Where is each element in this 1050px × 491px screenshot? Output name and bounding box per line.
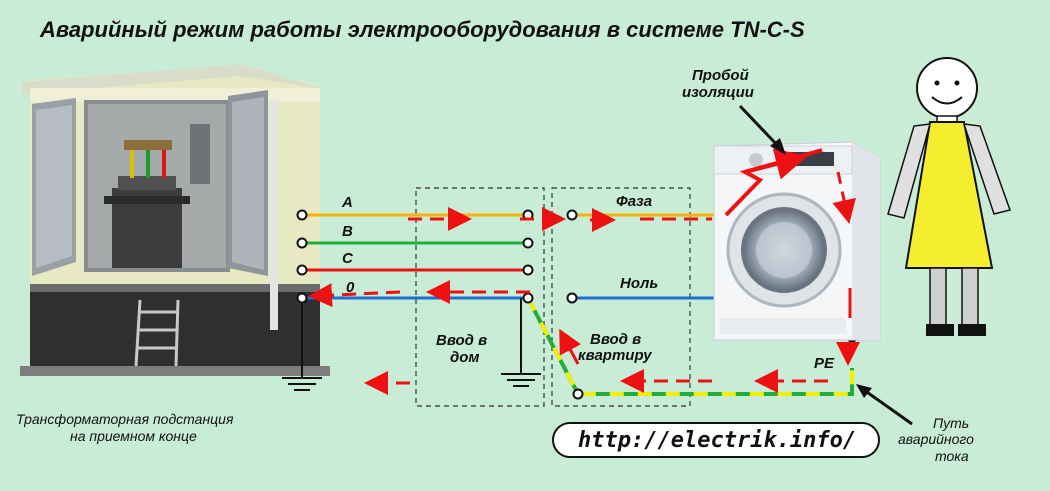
path-caption-line1: Путь (933, 415, 969, 431)
breakdown-label-line1: Пробой (692, 67, 749, 84)
terminal (296, 292, 308, 304)
path-caption-line2: аварийного (898, 431, 974, 447)
flow-arrow (308, 283, 401, 308)
zone-apartment-label-line1: Ввод в (590, 331, 641, 348)
terminal (566, 209, 578, 221)
flow-arrow (832, 171, 856, 224)
wire-label-neutral: Ноль (620, 275, 658, 292)
transformer-substation-icon (20, 64, 330, 376)
terminal (296, 264, 308, 276)
wire-label-phase: Фаза (616, 193, 652, 210)
zone-house-label-line1: Ввод в (436, 332, 487, 349)
url-text: http://electrik.info/ (578, 428, 856, 453)
terminal (572, 388, 584, 400)
person-icon (887, 57, 1011, 336)
terminal (522, 264, 534, 276)
flow-arrow (559, 328, 582, 365)
wire-label-pe: PE (814, 355, 835, 372)
zone-house-label-line2: дом (450, 349, 480, 366)
terminal (296, 237, 308, 249)
terminal (566, 292, 578, 304)
terminal (522, 237, 534, 249)
wire-label-n: 0 (346, 279, 355, 296)
house-entry-zone (415, 187, 545, 407)
terminal (522, 292, 534, 304)
terminal (296, 209, 308, 221)
washing-machine-icon (713, 141, 881, 341)
diagram-title: Аварийный режим работы электрооборудован… (39, 17, 805, 42)
zone-apartment-label-line2: квартиру (578, 347, 652, 364)
breakdown-label-line2: изоляции (682, 84, 754, 101)
wire-label-a: A (341, 194, 353, 211)
url-banner (552, 422, 880, 458)
substation-caption-line2: на приемном конце (70, 428, 197, 444)
fault-current-path (308, 148, 860, 395)
wire-label-b: B (342, 223, 353, 240)
wire-label-c: C (342, 250, 354, 267)
breakdown-pointer (738, 104, 782, 150)
wires (282, 213, 854, 396)
path-caption-line3: тока (935, 448, 969, 464)
path-pointer (863, 388, 913, 426)
substation-caption-line1: Трансформаторная подстанция (16, 411, 234, 427)
